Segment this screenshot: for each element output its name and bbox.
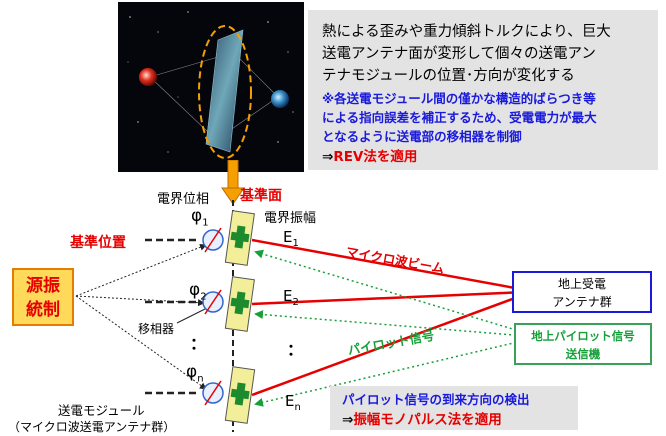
E-vdots: ：	[287, 340, 304, 359]
info-line-1: 熱による歪みや重力傾斜トルクにより、巨大	[322, 24, 611, 40]
rev-method-text: REV法を適用	[333, 149, 418, 165]
ground-receiver-line-1: 地上受電	[557, 277, 606, 291]
E2-label: E2	[283, 287, 299, 308]
pilot-transmitter-box: 地上パイロット信号 送信機	[514, 323, 652, 365]
amplitude-label: 電界振幅	[264, 211, 317, 226]
monopulse-line-2: ⇒振幅モノパルス法を適用	[342, 408, 502, 428]
module-label-1: 送電モジュール	[58, 403, 145, 418]
pilot-tx-line-1: 地上パイロット信号	[531, 329, 635, 343]
E1-label: E1	[283, 228, 299, 249]
pilot-signal-arrows	[254, 249, 527, 407]
monopulse-panel	[330, 386, 578, 430]
phase-label: 電界位相	[157, 192, 210, 207]
info-panel	[308, 10, 658, 170]
phi-n-label: φn	[186, 362, 204, 385]
En-label: En	[285, 392, 301, 413]
pilot-tx-line-2: 送信機	[565, 347, 601, 361]
source-distribution-lines	[75, 243, 207, 390]
note-line-3: となるように送電部の移相器を制御	[322, 129, 522, 144]
note-line-2: による指向誤差を補正するため、受電電力が最大	[322, 110, 597, 125]
ground-receiver-line-2: アンテナ群	[552, 295, 612, 309]
orange-down-arrow	[221, 160, 245, 205]
monopulse-method: 振幅モノパルス法を適用	[353, 412, 502, 428]
source-line-1: 源振	[26, 276, 60, 296]
ground-receiver-box: 地上受電 アンテナ群	[512, 271, 652, 313]
monopulse-line-1: パイロット信号の到来方向の検出	[342, 392, 530, 407]
phi-1-label: φ1	[191, 206, 209, 229]
rev-method-line: ⇒REV法を適用	[322, 145, 417, 165]
note-line-1: ※各送電モジュール間の僅かな構造的ばらつき等	[322, 91, 596, 106]
transmit-module-1	[224, 210, 255, 266]
reference-position-label: 基準位置	[70, 235, 126, 251]
module-label-2: （マイクロ波送電アンテナ群）	[8, 420, 176, 434]
phi-2-label: φ2	[189, 280, 207, 303]
reference-plane-label: 基準面	[240, 188, 282, 204]
transmit-module-2	[224, 276, 255, 332]
satellite-space-image	[118, 2, 304, 172]
source-oscillator-box: 源振 統制	[12, 268, 74, 326]
transmit-module-n	[224, 366, 256, 424]
reference-position-lines	[145, 238, 200, 395]
phase-shifter-label: 移相器	[138, 322, 175, 336]
monopulse-arrow: ⇒	[342, 412, 354, 428]
info-line-2: 送電アンテナ面が変形して個々の送電アン	[322, 46, 596, 62]
rev-arrow: ⇒	[322, 149, 334, 165]
microwave-beam-arrows	[251, 238, 528, 397]
source-line-2: 統制	[26, 300, 60, 320]
phi-vdots: ：	[190, 334, 207, 353]
phase-shifter-pointer	[176, 308, 206, 324]
info-line-3: テナモジュールの位置･方向が変化する	[322, 68, 575, 84]
